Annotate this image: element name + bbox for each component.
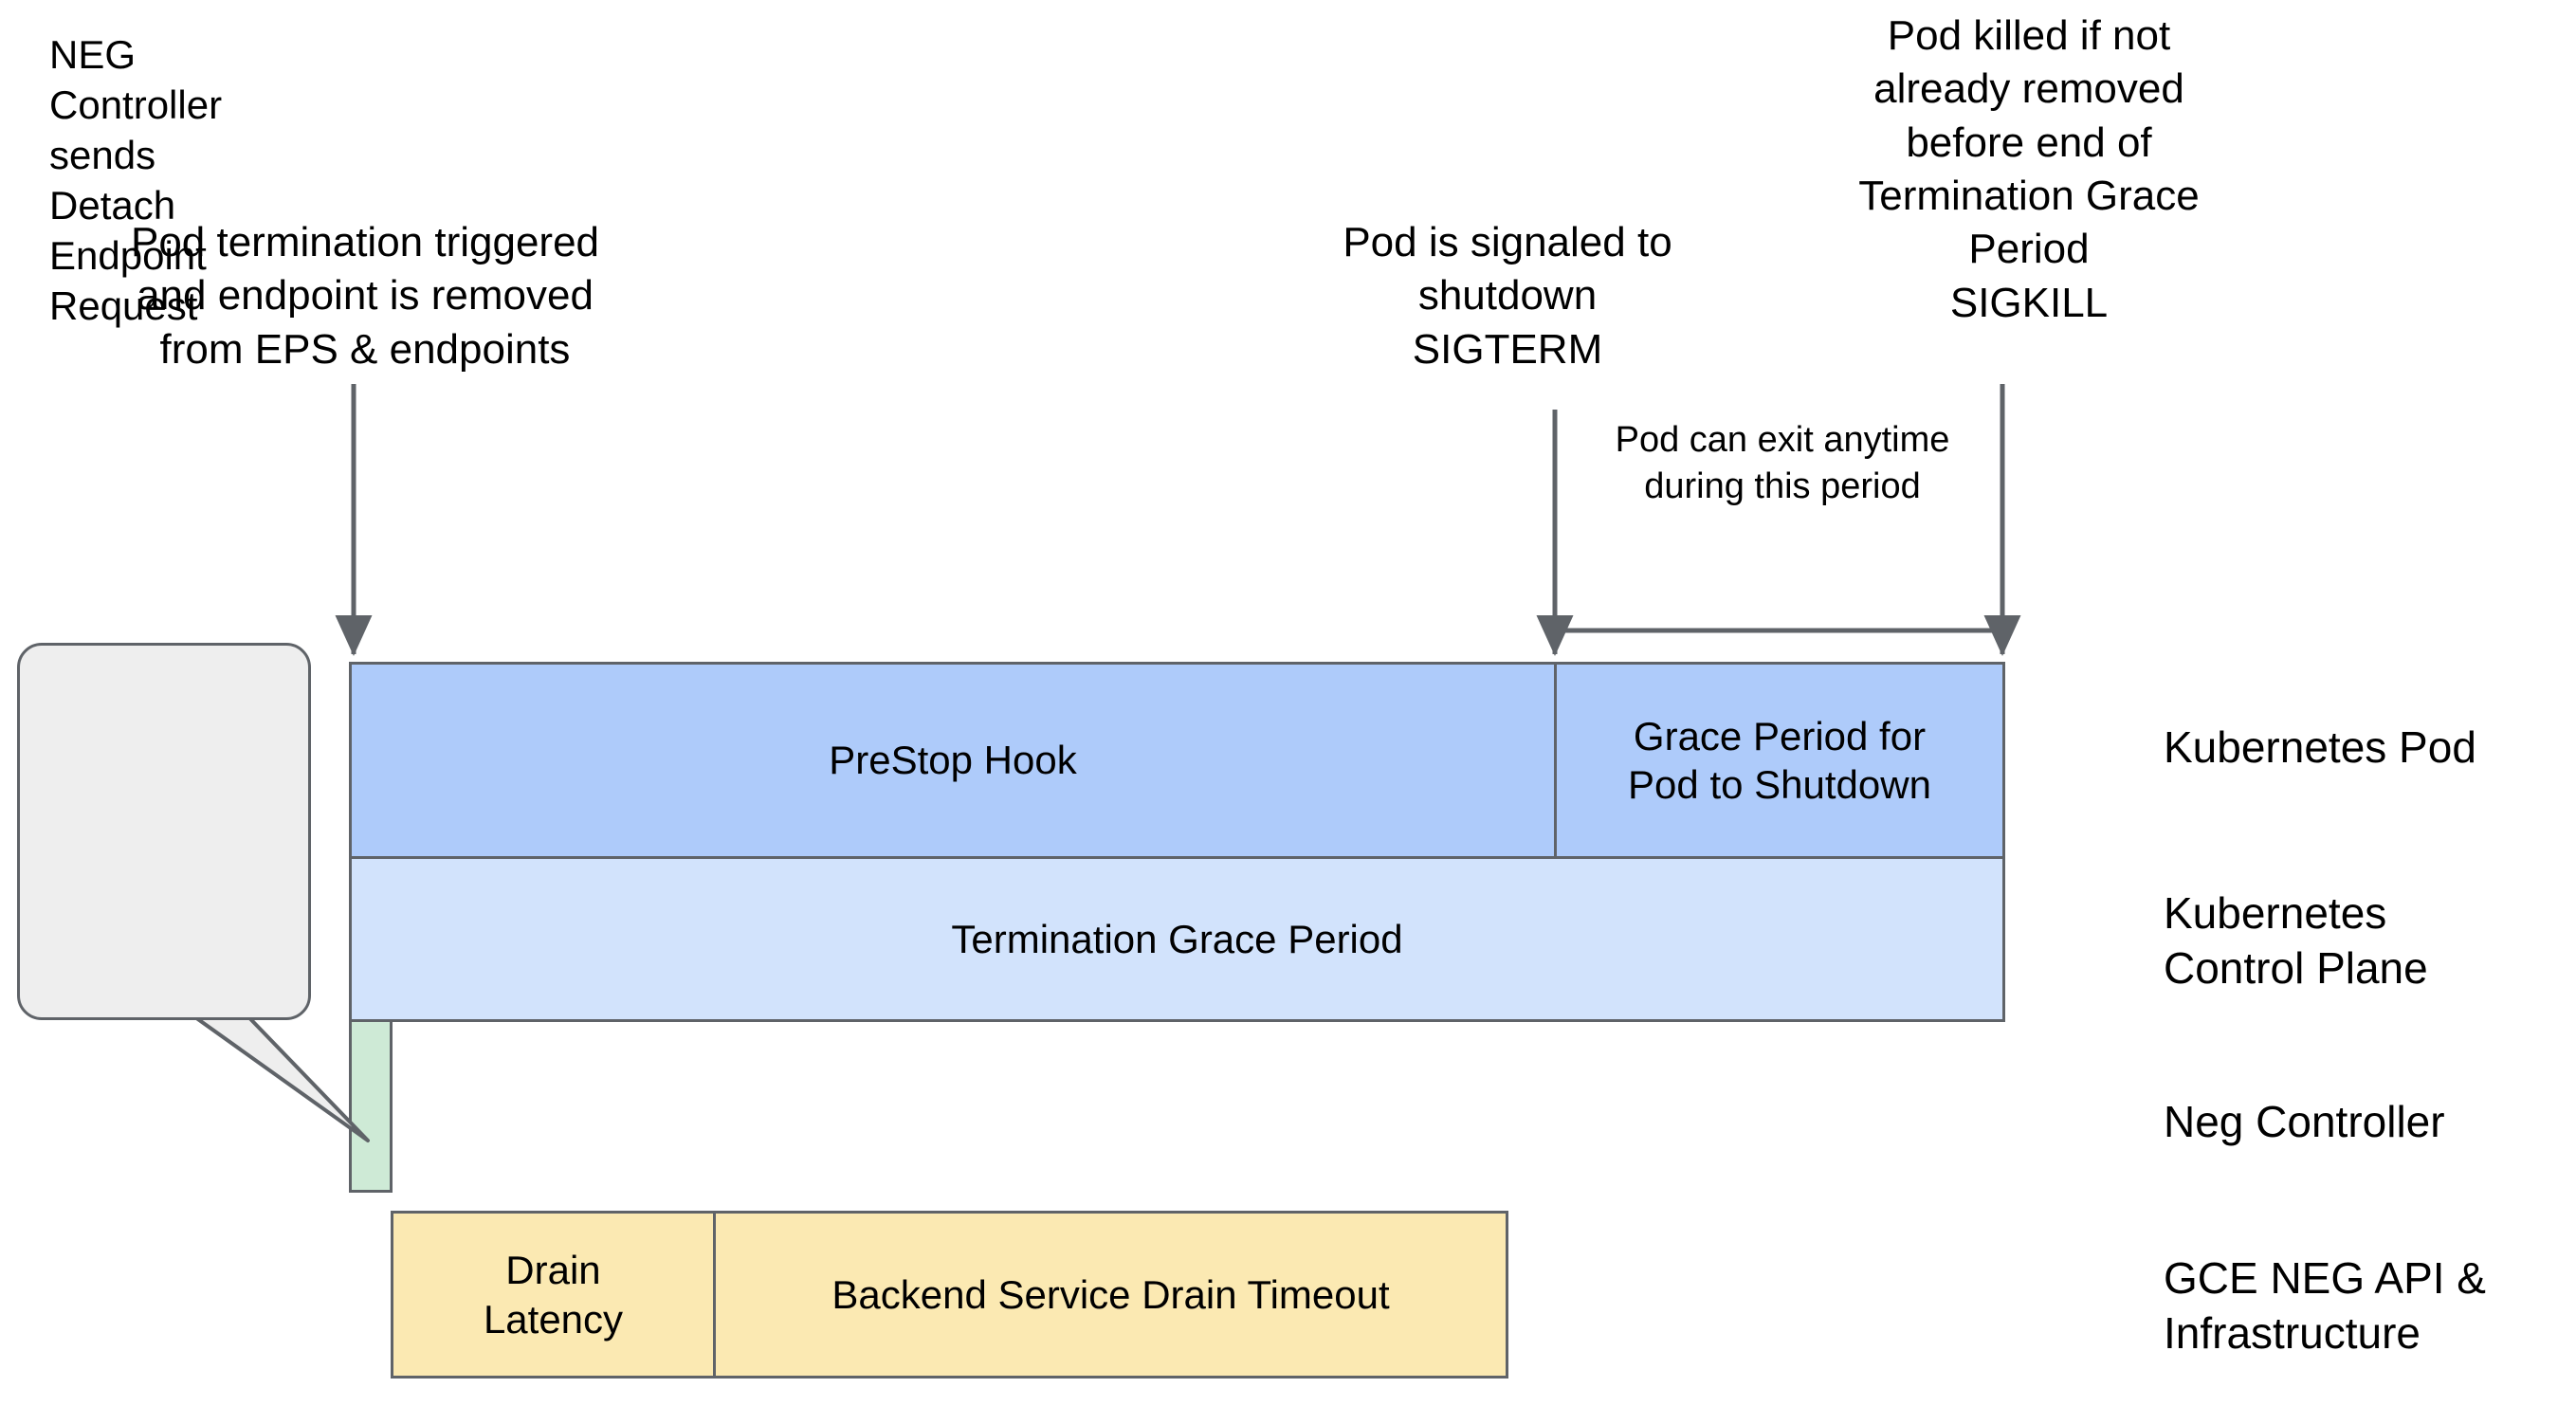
bar-neg-controller-activity	[349, 1019, 393, 1193]
lane-label-kubernetes-pod: Kubernetes Pod	[2164, 722, 2476, 772]
callout-neg-controller-detach	[17, 643, 311, 1020]
lane-label-gce-neg-api: GCE NEG API & Infrastructure	[2164, 1253, 2486, 1358]
bar-drain-latency: Drain Latency	[391, 1211, 716, 1379]
bar-backend-service-drain-timeout: Backend Service Drain Timeout	[713, 1211, 1508, 1379]
bar-grace-period-for-pod-to-shutdown: Grace Period for Pod to Shutdown	[1554, 662, 2005, 859]
annotation-pod-signaled-shutdown: Pod is signaled to shutdown SIGTERM	[1343, 219, 1672, 373]
lane-label-neg-controller: Neg Controller	[2164, 1097, 2445, 1146]
annotation-pod-termination-triggered: Pod termination triggered and endpoint i…	[130, 219, 600, 373]
lane-label-kubernetes-control-plane: Kubernetes Control Plane	[2164, 888, 2428, 993]
bar-termination-grace-period: Termination Grace Period	[349, 856, 2005, 1022]
annotation-pod-killed-sigkill: Pod killed if not already removed before…	[1858, 12, 2200, 326]
callout-neg-controller-detach-text: NEG Controller sends Detach Endpoint Req…	[49, 32, 223, 328]
annotation-pod-can-exit-anytime: Pod can exit anytime during this period	[1615, 420, 1950, 506]
